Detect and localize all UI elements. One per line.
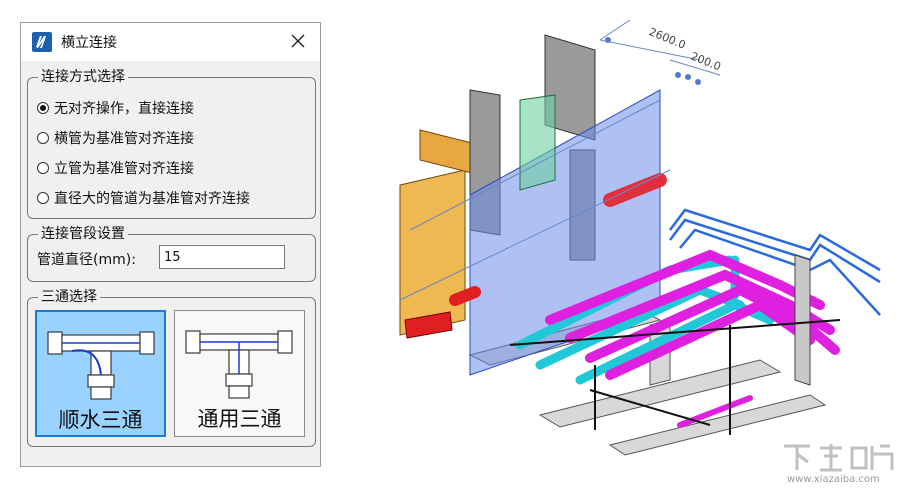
support-rods — [509, 319, 841, 435]
radio-label: 直径大的管道为基准管对齐连接 — [54, 191, 250, 207]
pipe-diameter-label: 管道直径(mm): — [37, 252, 136, 268]
dialog-title: 横立连接 — [61, 35, 117, 51]
radio-dot[interactable] — [37, 132, 49, 144]
watermark-logo-icon — [784, 444, 894, 472]
tee-option-drainage[interactable]: 顺水三通 — [35, 310, 166, 437]
app-logo-icon — [32, 32, 52, 52]
tee-selection-group: 三通选择 顺水三通 — [27, 288, 316, 447]
radio-dot[interactable] — [37, 192, 49, 204]
radio-dot[interactable] — [37, 162, 49, 174]
yellow-wall — [399, 129, 481, 336]
dimension-markers — [605, 37, 701, 85]
pipe-diameter-input[interactable] — [159, 245, 285, 269]
tee-selection-legend: 三通选择 — [38, 288, 100, 306]
connection-dialog: 横立连接 连接方式选择 无对齐操作，直接连接 横管为基准管对齐连接 立管为基准管… — [20, 22, 321, 467]
red-pipes — [404, 173, 667, 339]
title-bar: 横立连接 — [21, 23, 320, 61]
connection-mode-legend: 连接方式选择 — [38, 68, 128, 86]
dimension-lines — [399, 20, 721, 301]
tee-label: 顺水三通 — [58, 408, 143, 432]
radio-label: 无对齐操作，直接连接 — [54, 101, 194, 117]
close-icon[interactable] — [286, 29, 310, 53]
pipe-segment-legend: 连接管段设置 — [38, 225, 128, 243]
radio-dot-selected[interactable] — [37, 102, 49, 114]
drainage-tee-icon — [47, 331, 155, 400]
tee-label: 通用三通 — [197, 407, 282, 431]
radio-label: 横管为基准管对齐连接 — [54, 131, 194, 147]
connection-mode-group: 连接方式选择 无对齐操作，直接连接 横管为基准管对齐连接 立管为基准管对齐连接 … — [27, 68, 316, 219]
radio-label: 立管为基准管对齐连接 — [54, 161, 194, 177]
tee-option-general[interactable]: 通用三通 — [174, 310, 305, 437]
general-tee-icon — [185, 330, 293, 399]
pipe-model-viewport — [399, 20, 881, 456]
pipe-segment-group: 连接管段设置 管道直径(mm): — [27, 225, 316, 282]
right-wall — [794, 254, 811, 386]
magenta-pipes — [545, 249, 840, 428]
watermark-url: www.xiazaiba.com — [787, 474, 880, 485]
